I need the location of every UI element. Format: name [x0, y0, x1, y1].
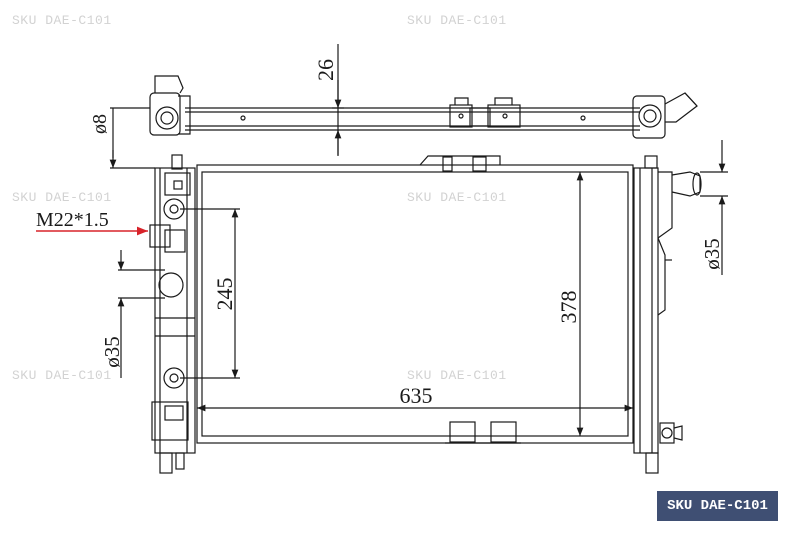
- right-tank: [633, 155, 702, 474]
- dim-245: [180, 208, 240, 379]
- watermark: SKU DAE-C101: [12, 368, 112, 383]
- top-mounting-bar: [149, 75, 698, 139]
- dim-35-right: [700, 140, 728, 275]
- watermark: SKU DAE-C101: [12, 13, 112, 28]
- watermark: SKU DAE-C101: [407, 190, 507, 205]
- dim-26: [332, 44, 344, 156]
- dim-text-378: 378: [556, 291, 581, 324]
- dim-text-635: 635: [400, 383, 433, 408]
- radiator-core: [196, 155, 634, 444]
- dim-text-26: 26: [313, 59, 338, 81]
- dim-text-35-right: ø35: [700, 238, 724, 270]
- dim-text-245: 245: [212, 278, 237, 311]
- watermark: SKU DAE-C101: [12, 190, 112, 205]
- dim-35-left: [117, 250, 165, 378]
- dim-text-thread: M22*1.5: [36, 209, 109, 231]
- dim-text-35-left: ø35: [100, 336, 124, 368]
- watermark: SKU DAE-C101: [407, 13, 507, 28]
- watermark: SKU DAE-C101: [407, 368, 507, 383]
- dim-text-8: ø8: [89, 114, 111, 134]
- dim-8: [109, 107, 155, 169]
- left-tank: [149, 154, 196, 474]
- sku-badge: SKU DAE-C101: [657, 491, 778, 521]
